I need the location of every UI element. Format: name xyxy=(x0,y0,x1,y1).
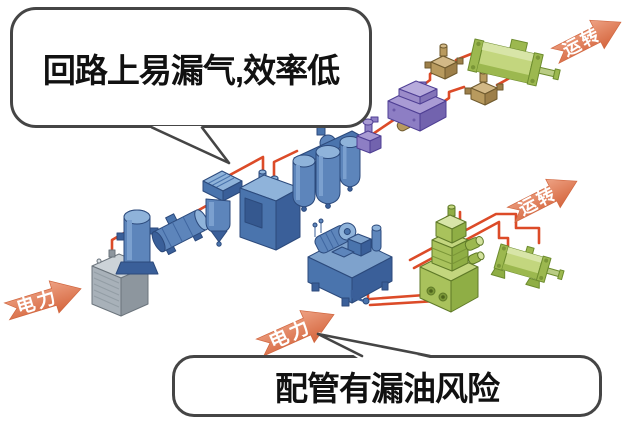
pneumatic-issue-text: 回路上易漏气,效率低 xyxy=(42,51,340,89)
frl-unit xyxy=(292,122,364,212)
arrow-shape xyxy=(255,310,335,357)
arrow-label: 运转 xyxy=(515,182,560,219)
run-output-arrow-pneumatic: 运转 xyxy=(550,19,622,64)
residual-pressure-valve xyxy=(356,116,382,154)
solenoid-valve xyxy=(387,80,447,132)
speech-bubble-pneumatic-tail xyxy=(150,126,231,165)
speech-bubble-hydraulic: 配管有漏油风险 xyxy=(172,355,602,417)
arrow-shape xyxy=(550,19,622,64)
pneumatic-cylinder xyxy=(467,38,561,87)
after-cooler xyxy=(151,209,209,256)
run-output-arrow-hydraulic: 运转 xyxy=(506,178,578,223)
arrow-label: 电力 xyxy=(14,286,61,318)
hydraulic-valve-manifold xyxy=(419,204,485,313)
speed-controller-1 xyxy=(424,43,464,80)
hydraulic-cylinder xyxy=(490,243,565,289)
speech-bubble-pneumatic: 回路上易漏气,效率低 xyxy=(10,7,372,128)
arrow-shape xyxy=(506,178,578,223)
speech-bubble-hydraulic-tail xyxy=(316,332,432,358)
membrane-dryer-box xyxy=(239,169,301,251)
arrow-shape xyxy=(3,280,82,321)
air-dryer xyxy=(202,170,243,247)
arrow-label: 运转 xyxy=(559,23,604,60)
power-input-arrow-pneumatic: 电力 xyxy=(3,280,82,321)
hydraulic-power-unit xyxy=(307,218,393,307)
hydraulic-issue-text: 配管有漏油风险 xyxy=(275,370,500,407)
air-receiver-tank xyxy=(115,209,159,275)
